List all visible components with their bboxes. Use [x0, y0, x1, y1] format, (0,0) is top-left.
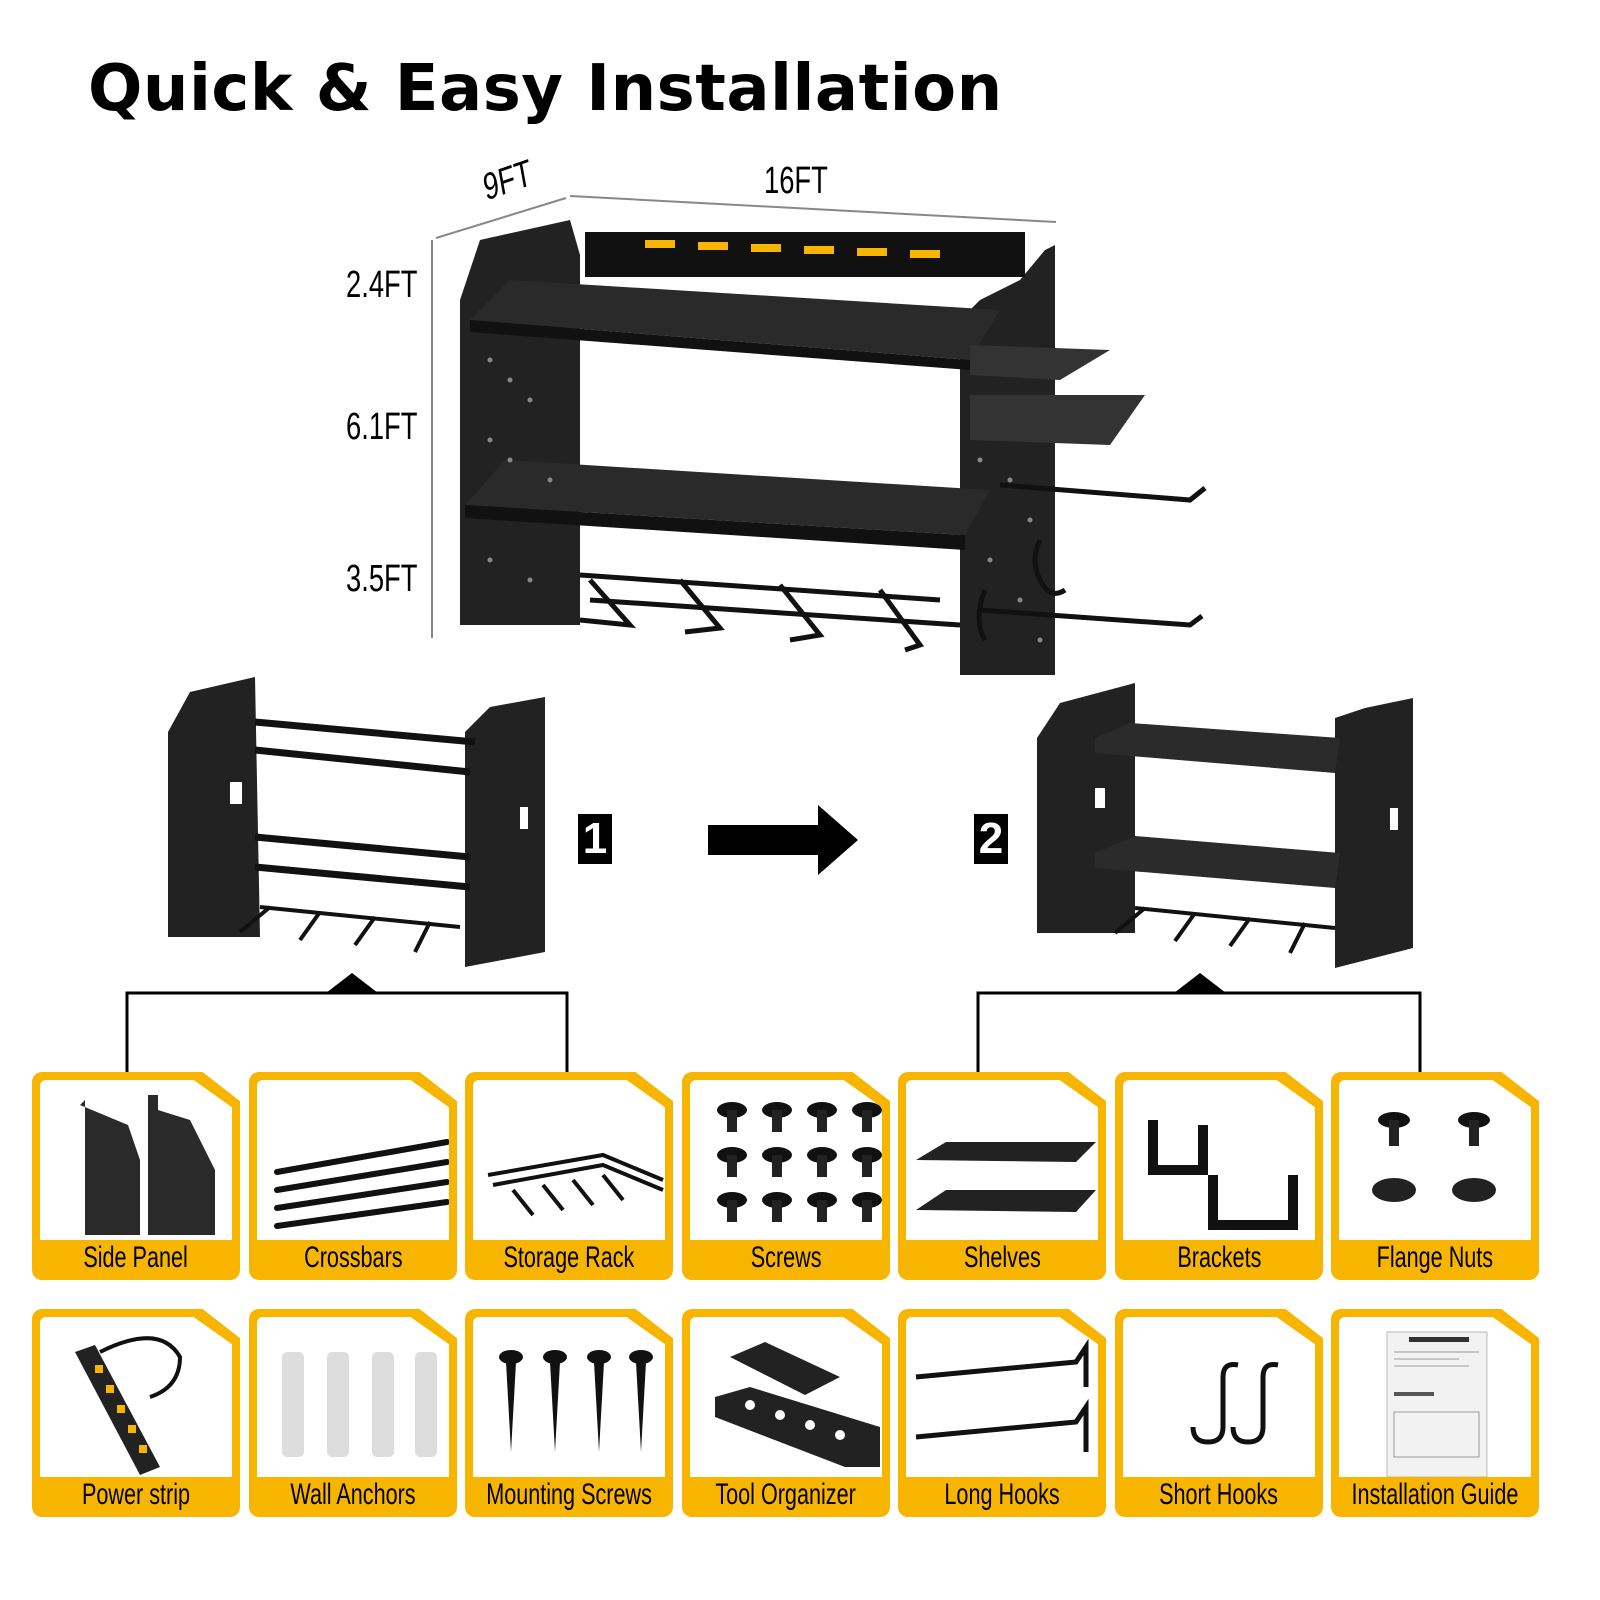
- part-card-power-strip: Power strip: [32, 1309, 240, 1517]
- part-image-area: [1339, 1080, 1531, 1240]
- part-label-text: Power strip: [81, 1478, 191, 1511]
- part-label-text: Crossbars: [303, 1241, 403, 1274]
- wall-anchors-icon: [282, 1352, 437, 1457]
- part-label: Brackets: [1115, 1240, 1323, 1276]
- part-label: Mounting Screws: [465, 1477, 673, 1513]
- part-label: Shelves: [898, 1240, 1106, 1276]
- shelves-icon: [916, 1142, 1096, 1212]
- power-strip-icon: [75, 1336, 183, 1475]
- width-label: 16FT: [764, 160, 828, 202]
- assembled-rack-illustration: [431, 195, 1207, 675]
- part-card-installation-guide: Installation Guide: [1331, 1309, 1539, 1517]
- part-image-area: [906, 1080, 1098, 1240]
- part-card-mounting-screws: Mounting Screws: [465, 1309, 673, 1517]
- part-card-storage-rack: Storage Rack: [465, 1072, 673, 1280]
- part-card-crossbars: Crossbars: [249, 1072, 457, 1280]
- part-label: Flange Nuts: [1331, 1240, 1539, 1276]
- part-label-text: Storage Rack: [503, 1241, 635, 1274]
- part-label: Wall Anchors: [249, 1477, 457, 1513]
- part-card-side-panel: Side Panel: [32, 1072, 240, 1280]
- middle-height-label: 6.1FT: [346, 406, 418, 448]
- screws-icon: [717, 1102, 882, 1222]
- part-label: Short Hooks: [1115, 1477, 1323, 1513]
- step-1-frame-illustration: [168, 677, 545, 967]
- short-hooks-icon: [1190, 1362, 1279, 1445]
- part-card-wall-anchors: Wall Anchors: [249, 1309, 457, 1517]
- part-image-area: [1339, 1317, 1531, 1477]
- step-2-badge: 2: [974, 814, 1008, 864]
- tool-organizer-icon: [715, 1342, 880, 1467]
- part-image-area: [906, 1317, 1098, 1477]
- part-label-text: Brackets: [1176, 1241, 1262, 1274]
- parts-connector-lines: [125, 973, 1422, 1073]
- part-image-area: [1123, 1317, 1315, 1477]
- crossbars-icon: [274, 1139, 449, 1229]
- part-image-area: [1123, 1080, 1315, 1240]
- part-label-text: Tool Organizer: [715, 1478, 857, 1511]
- part-image-area: [473, 1317, 665, 1477]
- arrow-right-icon: [708, 805, 858, 875]
- long-hooks-icon: [915, 1338, 1089, 1452]
- part-label: Long Hooks: [898, 1477, 1106, 1513]
- part-label-text: Long Hooks: [944, 1478, 1060, 1511]
- part-label-text: Shelves: [963, 1241, 1041, 1274]
- part-label: Crossbars: [249, 1240, 457, 1276]
- flange-nuts-icon: [1372, 1112, 1496, 1202]
- part-label: Power strip: [32, 1477, 240, 1513]
- storage-rack-icon: [487, 1152, 664, 1217]
- part-image-area: [690, 1080, 882, 1240]
- brackets-icon: [1148, 1120, 1298, 1230]
- part-image-area: [40, 1317, 232, 1477]
- part-label: Installation Guide: [1331, 1477, 1539, 1513]
- top-height-label: 2.4FT: [346, 264, 418, 306]
- part-image-area: [257, 1080, 449, 1240]
- part-image-area: [473, 1080, 665, 1240]
- part-label: Tool Organizer: [682, 1477, 890, 1513]
- mounting-screws-icon: [499, 1350, 653, 1452]
- bottom-height-label: 3.5FT: [346, 558, 418, 600]
- part-card-shelves: Shelves: [898, 1072, 1106, 1280]
- part-label-text: Wall Anchors: [290, 1478, 416, 1511]
- step-1-badge: 1: [578, 814, 612, 864]
- part-image-area: [257, 1317, 449, 1477]
- part-image-area: [690, 1317, 882, 1477]
- side-panel-icon: [80, 1095, 215, 1235]
- step-2-shelves-illustration: [1037, 683, 1413, 968]
- part-card-flange-nuts: Flange Nuts: [1331, 1072, 1539, 1280]
- part-label-text: Flange Nuts: [1376, 1241, 1494, 1274]
- part-image-area: [40, 1080, 232, 1240]
- part-label-text: Short Hooks: [1159, 1478, 1279, 1511]
- part-label-text: Mounting Screws: [486, 1478, 652, 1511]
- part-card-brackets: Brackets: [1115, 1072, 1323, 1280]
- part-label: Screws: [682, 1240, 890, 1276]
- part-label-text: Screws: [750, 1241, 822, 1274]
- part-card-short-hooks: Short Hooks: [1115, 1309, 1323, 1517]
- part-label: Side Panel: [32, 1240, 240, 1276]
- part-card-tool-organizer: Tool Organizer: [682, 1309, 890, 1517]
- part-label-text: Side Panel: [83, 1241, 189, 1274]
- part-card-screws: Screws: [682, 1072, 890, 1280]
- installation-guide-icon: [1386, 1331, 1488, 1477]
- page-title: Quick & Easy Installation: [88, 52, 1003, 126]
- part-card-long-hooks: Long Hooks: [898, 1309, 1106, 1517]
- part-label-text: Installation Guide: [1351, 1478, 1519, 1511]
- part-label: Storage Rack: [465, 1240, 673, 1276]
